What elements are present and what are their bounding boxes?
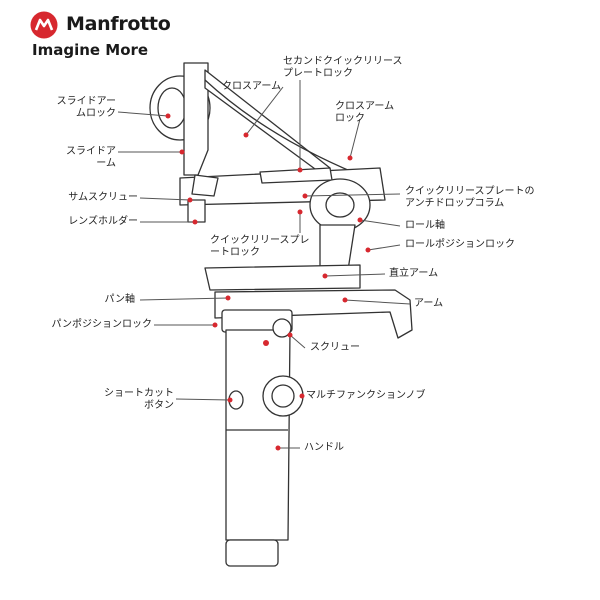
label-roll-axis: ロール軸: [405, 220, 445, 231]
handle-shape: [225, 329, 291, 541]
thumb-screw-shape: [191, 174, 219, 197]
label-screw: スクリュー: [310, 342, 360, 353]
label-pan-position-lock: パンポジションロック: [51, 319, 153, 330]
leader-dots: [165, 113, 371, 451]
lens-holder-shape: [187, 199, 206, 223]
label-upright-arm: 直立アーム: [389, 268, 439, 279]
label-pan-axis: パン軸: [104, 294, 136, 305]
label-thumb-screw: サムスクリュー: [68, 192, 138, 203]
roll-arm-shape: [319, 224, 356, 271]
label-cross-arm: クロスアーム: [222, 81, 282, 92]
gimbal-drawing: [149, 62, 413, 567]
upright-arm-shape: [204, 264, 361, 291]
screw-shape: [272, 318, 292, 338]
label-slide-arm: スライドア ーム: [66, 146, 116, 169]
label-shortcut-button: ショートカット ボタン: [104, 388, 174, 411]
label-roll-position-lock: ロールポジションロック: [405, 239, 515, 250]
brand-header: Manfrotto Imagine More: [30, 8, 250, 59]
label-slide-arm-lock: スライドアー ムロック: [56, 96, 116, 119]
label-lens-holder: レンズホルダー: [68, 216, 138, 227]
label-handle: ハンドル: [304, 442, 344, 453]
leader-lines: [117, 80, 411, 449]
label-multifunction-knob: マルチファンクションノブ: [306, 390, 426, 401]
label-qr-antidrop-column: クイックリリースプレートの アンチドロップコラム: [405, 186, 535, 209]
brand-tagline: Imagine More: [32, 41, 149, 59]
label-cross-arm-lock: クロスアーム ロック: [335, 101, 395, 124]
label-qr-plate-lock: クイックリリースプレ ートロック: [210, 235, 310, 258]
slide-arm-shape: [183, 62, 209, 176]
brand-name: Manfrotto: [66, 13, 171, 35]
manfrotto-logo-icon: [30, 11, 58, 39]
label-second-qr-plate-lock: セカンドクイックリリース プレートロック: [283, 56, 403, 79]
label-arm: アーム: [414, 298, 444, 309]
